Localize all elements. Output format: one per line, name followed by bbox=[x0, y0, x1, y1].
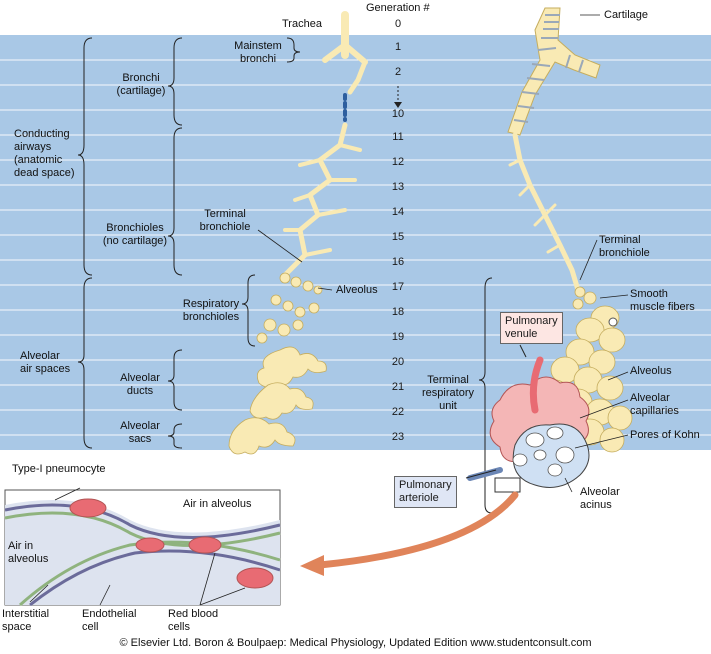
trachea-cartilage bbox=[507, 7, 601, 136]
gen-14: 14 bbox=[391, 206, 405, 218]
alveolus-left-label: Alveolus bbox=[336, 284, 378, 296]
respiratory-bracket bbox=[241, 274, 256, 347]
capillary-cluster bbox=[467, 356, 590, 488]
gen-22: 22 bbox=[391, 406, 405, 418]
generation-title: Generation # bbox=[366, 2, 430, 14]
zoom-arrow-head bbox=[300, 555, 324, 576]
alveolar-air-bracket bbox=[77, 277, 93, 449]
airway-tree bbox=[282, 11, 368, 278]
gen-arrow-head bbox=[394, 102, 402, 108]
right-branches bbox=[508, 158, 562, 254]
venule-leader bbox=[519, 344, 527, 358]
gen-23: 23 bbox=[391, 431, 405, 443]
zoom-arrow bbox=[316, 491, 519, 569]
bronchioles-label: Bronchioles(no cartilage) bbox=[102, 222, 168, 247]
mainstem-bracket bbox=[286, 37, 301, 63]
generation-stripes bbox=[0, 59, 711, 436]
gen-2: 2 bbox=[394, 66, 402, 78]
arteriole-leader bbox=[465, 469, 497, 479]
gen-13: 13 bbox=[391, 181, 405, 193]
conducting-bracket bbox=[77, 37, 93, 276]
ducts-bracket bbox=[167, 349, 183, 411]
gen-10: 10 bbox=[391, 108, 405, 120]
bronchioles-bracket bbox=[167, 127, 183, 276]
alveolus-right-label: Alveolus bbox=[630, 365, 672, 377]
alveolar-clusters bbox=[228, 272, 327, 455]
brackets bbox=[77, 37, 493, 514]
type1-pneumocyte-label: Type-I pneumocyte bbox=[12, 463, 106, 475]
air-in-alveolus-right-label: Air in alveolus bbox=[183, 498, 252, 510]
copyright: © Elsevier Ltd. Boron & Boulpaep: Medica… bbox=[119, 637, 592, 649]
trachea-label: Trachea bbox=[282, 18, 322, 30]
gen-18: 18 bbox=[391, 306, 405, 318]
terminal-unit-bracket bbox=[478, 277, 493, 514]
inset-source-box bbox=[494, 477, 521, 493]
inset-membrane bbox=[4, 487, 281, 607]
cartilage-label: Cartilage bbox=[604, 9, 649, 21]
gen-1: 1 bbox=[394, 41, 402, 53]
smooth-muscle-ring bbox=[608, 317, 618, 327]
gen-17: 17 bbox=[391, 281, 405, 293]
bronchi-bracket bbox=[167, 37, 183, 126]
gen-16: 16 bbox=[391, 256, 405, 268]
gen-21: 21 bbox=[391, 381, 405, 393]
bronchi-label: Bronchi(cartilage) bbox=[116, 72, 166, 97]
gen-15: 15 bbox=[391, 231, 405, 243]
gen-0: 0 bbox=[394, 18, 402, 30]
pores-of-kohn-label: Pores of Kohn bbox=[630, 429, 700, 441]
gen-11: 11 bbox=[392, 131, 404, 143]
gen-20: 20 bbox=[391, 356, 405, 368]
sacs-bracket bbox=[167, 423, 183, 449]
leader-lines bbox=[257, 14, 629, 493]
gen-12: 12 bbox=[391, 156, 405, 168]
gen-19: 19 bbox=[391, 331, 405, 343]
